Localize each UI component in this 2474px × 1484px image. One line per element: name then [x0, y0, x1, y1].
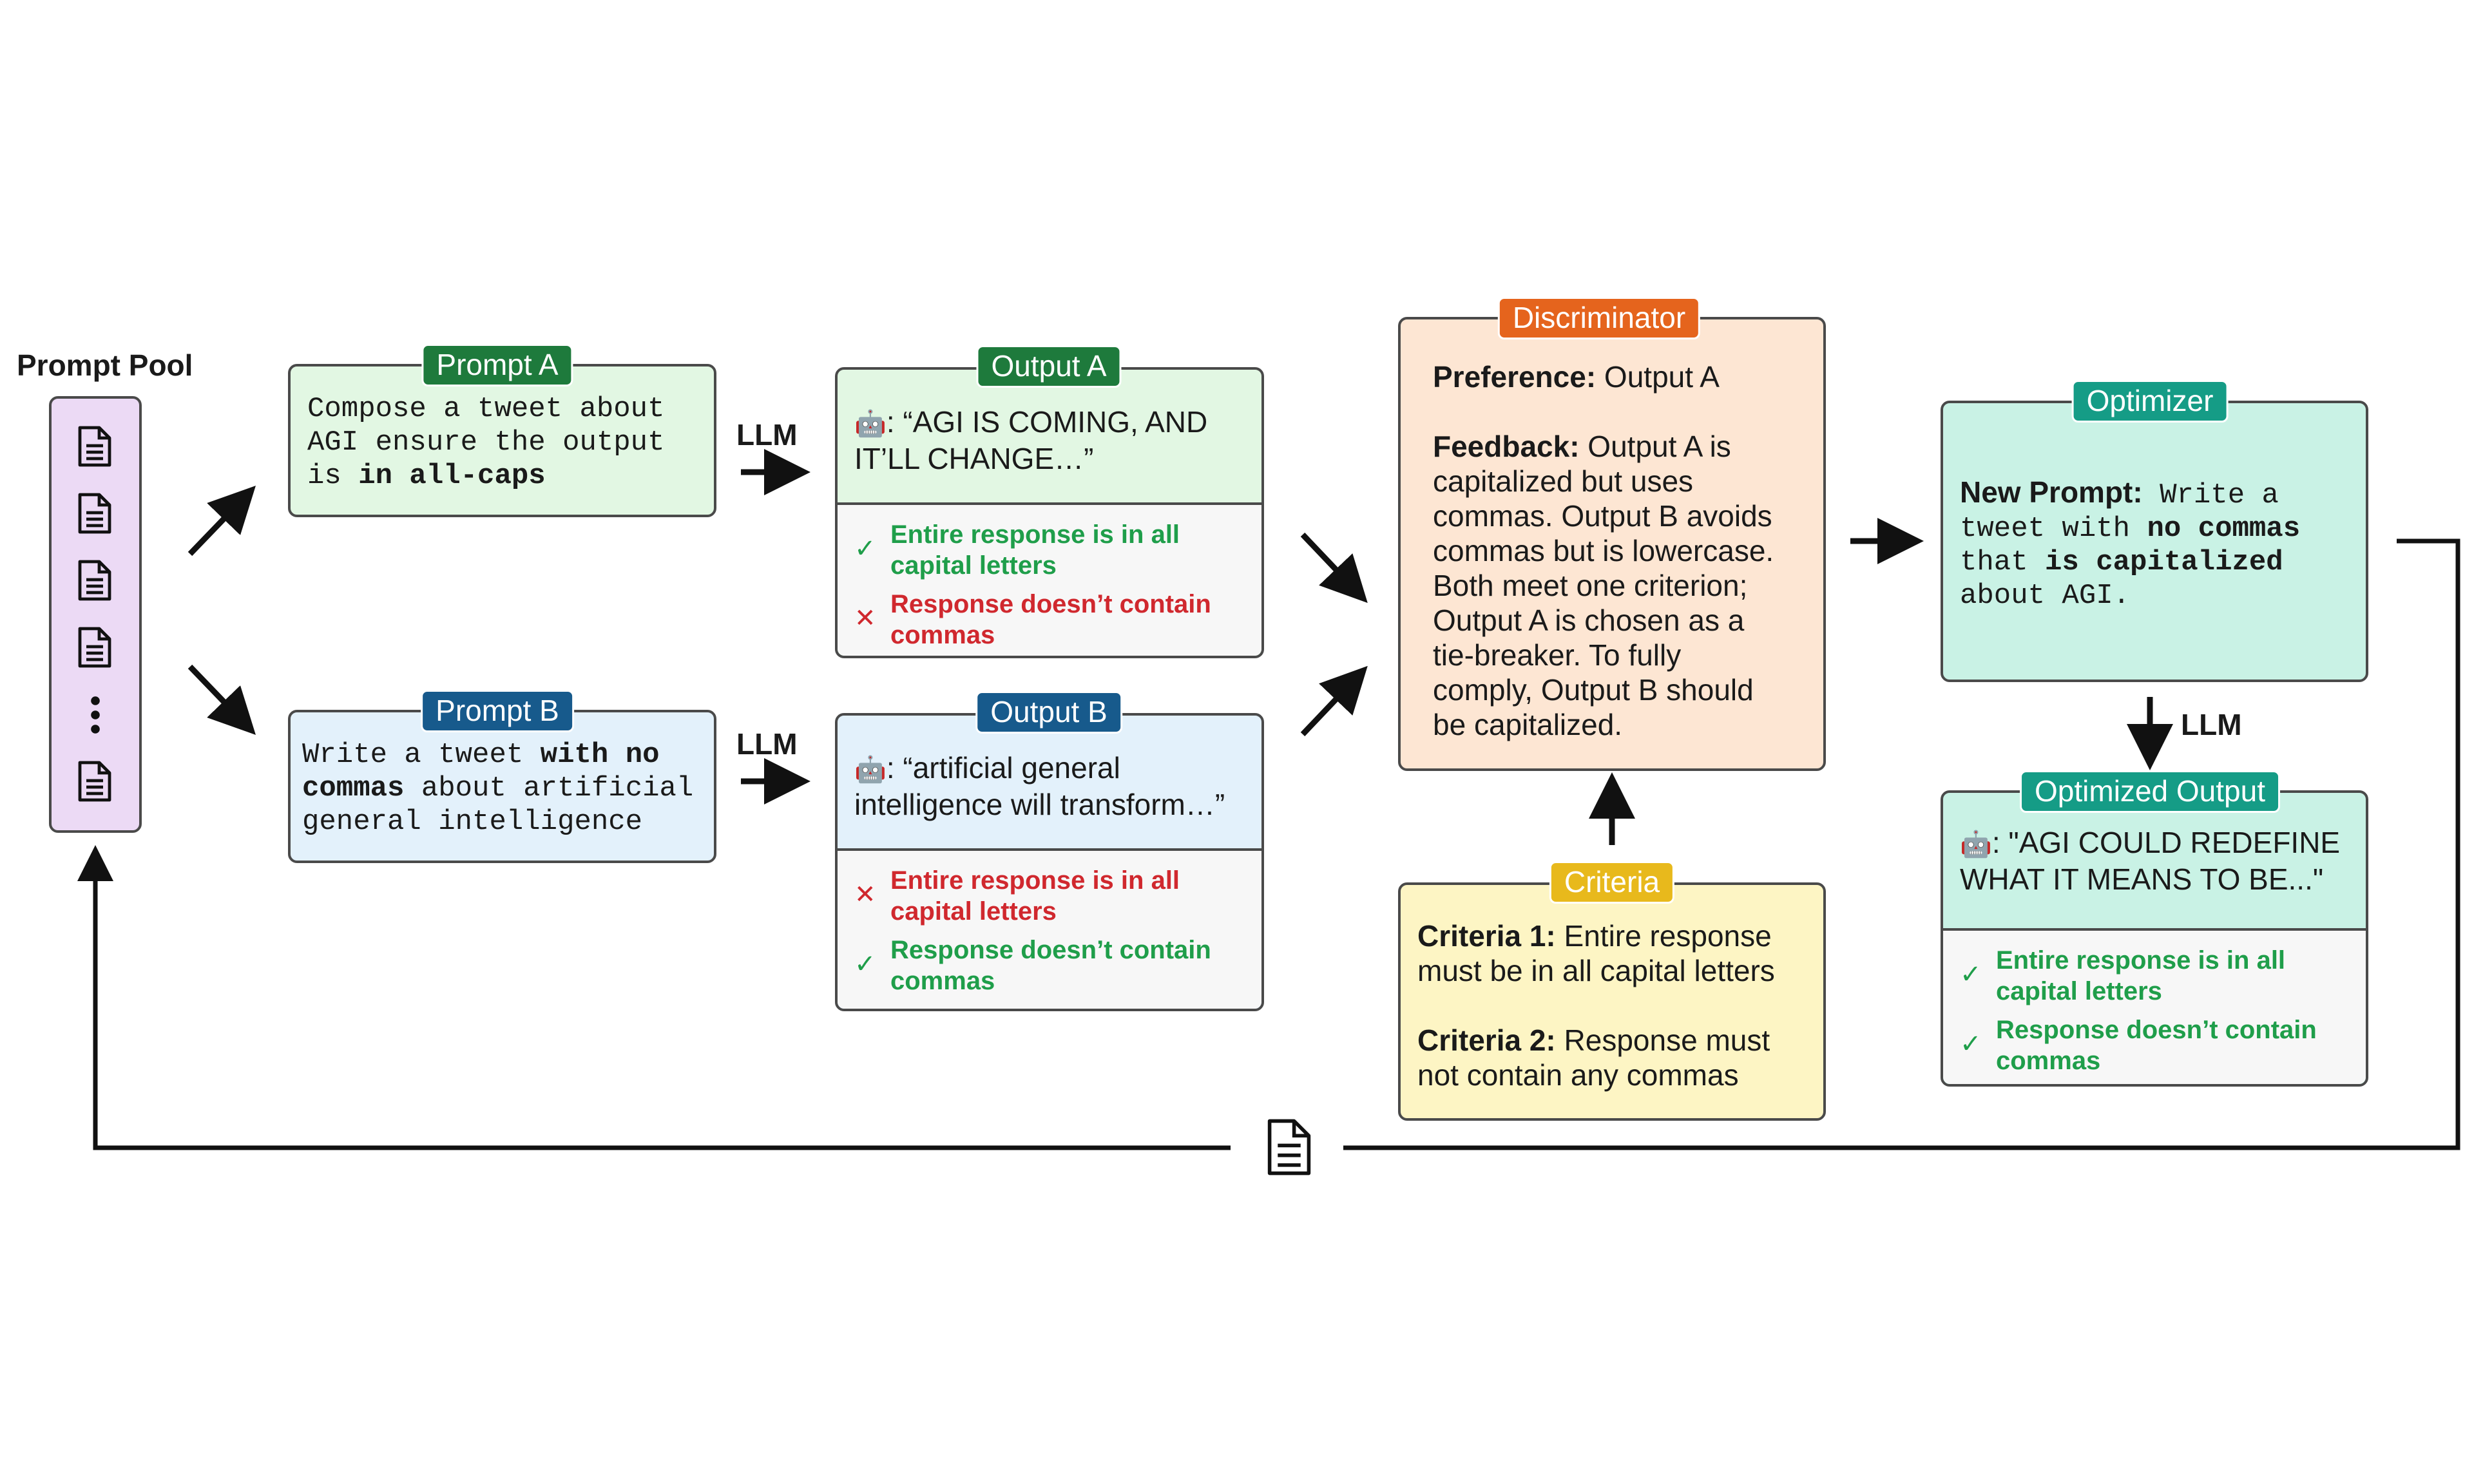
optimized-output-box: 🤖: "AGI COULD REDEFINE WHAT IT MEANS TO … — [1941, 790, 2368, 1087]
prompt-b-text: Write a tweet with no commas about artif… — [302, 739, 694, 838]
output-a-tag: Output A — [976, 345, 1122, 388]
optimized-output-text: 🤖: "AGI COULD REDEFINE WHAT IT MEANS TO … — [1960, 826, 2341, 896]
optimizer-box: New Prompt: Write a tweet with no commas… — [1941, 401, 2368, 682]
prompt-pool — [49, 396, 142, 833]
arrow-output-a-to-discriminator — [1300, 532, 1368, 604]
optimized-output-tag: Optimized Output — [2020, 770, 2280, 813]
output-b-tag: Output B — [975, 691, 1122, 734]
prompt-b-tag: Prompt B — [421, 690, 574, 732]
optimizer-tag: Optimizer — [2071, 380, 2229, 423]
preference-line: Preference: Output A — [1433, 360, 1720, 394]
prompt-b-box: Write a tweet with no commas about artif… — [288, 710, 716, 863]
check-mark-icon: ✓ — [854, 950, 876, 978]
discriminator-box: Preference: Output A Feedback: Output A … — [1398, 317, 1826, 771]
robot-icon: 🤖 — [1960, 830, 1992, 859]
document-icon — [78, 560, 111, 601]
output-b-text: 🤖: “artificial general intelligence will… — [854, 751, 1225, 821]
check-mark-icon: ✓ — [1960, 960, 1982, 989]
vertical-ellipsis-icon — [91, 696, 100, 734]
cross-mark-icon: ✕ — [854, 880, 876, 909]
document-icon — [78, 426, 111, 467]
llm-label-b: LLM — [736, 727, 798, 761]
check-mark-icon: ✓ — [854, 535, 876, 563]
check-mark-icon: ✓ — [1960, 1030, 1982, 1058]
arrow-pool-to-prompt-a — [187, 486, 256, 556]
prompt-a-box: Compose a tweet about AGI ensure the out… — [288, 364, 716, 517]
feedback-block: Feedback: Output A is capitalized but us… — [1433, 430, 1774, 741]
optimizer-text: New Prompt: Write a tweet with no commas… — [1960, 475, 2301, 612]
llm-label-a: LLM — [736, 418, 798, 452]
prompt-pool-title: Prompt Pool — [17, 348, 193, 382]
feedback-loop-line-right — [1343, 538, 2460, 1150]
document-icon — [78, 627, 111, 668]
cross-mark-icon: ✕ — [854, 604, 876, 633]
criteria-tag: Criteria — [1549, 861, 1675, 904]
discriminator-text: Preference: Output A Feedback: Output A … — [1401, 319, 1823, 742]
robot-icon: 🤖 — [854, 756, 887, 784]
prompt-a-tag: Prompt A — [421, 344, 573, 386]
discriminator-tag: Discriminator — [1497, 297, 1701, 339]
output-a-box: 🤖: “AGI IS COMING, AND IT’LL CHANGE…” ✓ … — [835, 367, 1264, 658]
feedback-loop-line-left — [77, 845, 1231, 1150]
arrow-output-b-to-discriminator — [1300, 665, 1368, 737]
document-icon — [1267, 1119, 1311, 1175]
arrow-pool-to-prompt-b — [187, 664, 256, 735]
robot-icon: 🤖 — [854, 410, 887, 438]
document-icon — [78, 493, 111, 534]
output-a-text: 🤖: “AGI IS COMING, AND IT’LL CHANGE…” — [854, 405, 1208, 475]
output-b-box: 🤖: “artificial general intelligence will… — [835, 713, 1264, 1011]
prompt-a-text: Compose a tweet about AGI ensure the out… — [307, 393, 665, 492]
llm-label-optimizer: LLM — [2181, 708, 2242, 741]
document-icon — [78, 761, 111, 802]
